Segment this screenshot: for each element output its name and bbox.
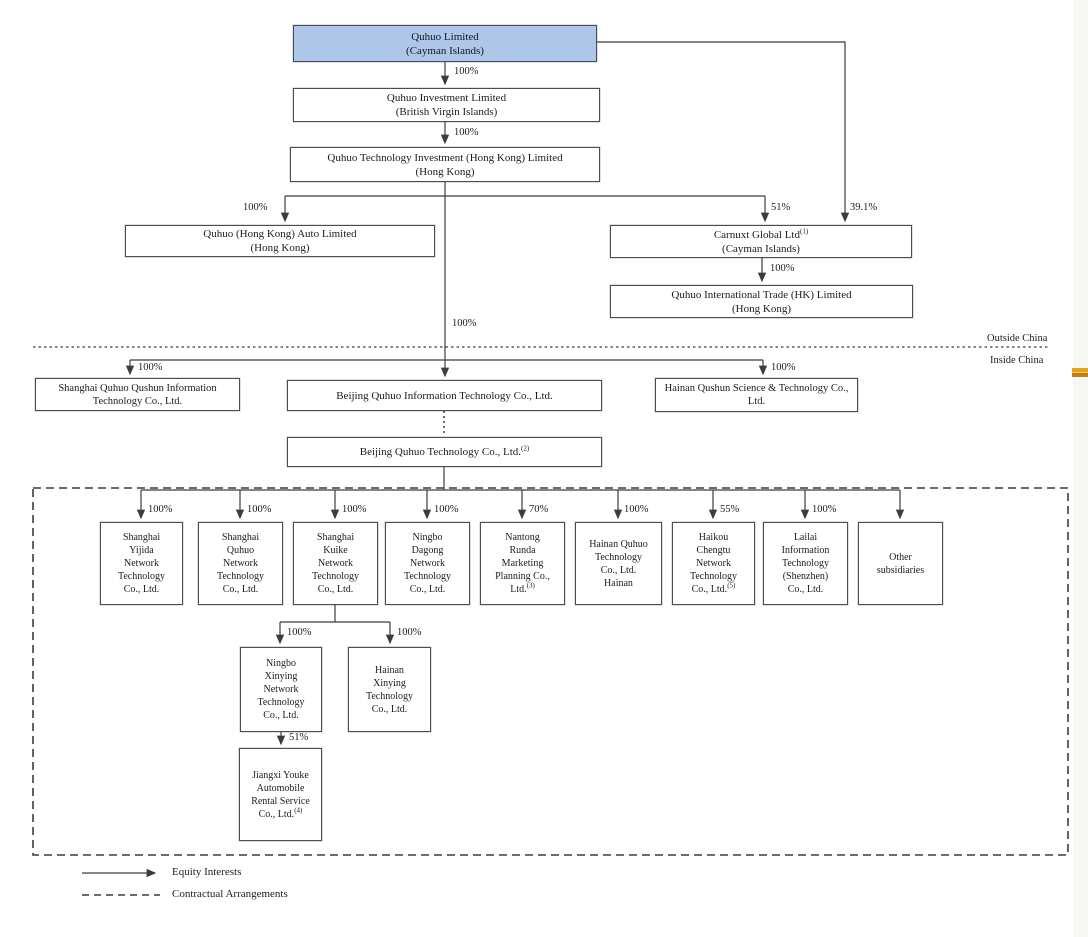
pct-qti-to-carnuxt: 51% xyxy=(771,202,791,213)
node-label: Other subsidiaries xyxy=(876,551,925,576)
pct-to-kuike: 100% xyxy=(342,504,367,515)
node-hainan-quhuo: Hainan Quhuo Technology Co., Ltd. Hainan xyxy=(575,522,662,605)
pct-kuike-to-ningbo-xinying: 100% xyxy=(287,627,312,638)
pct-to-haikou: 55% xyxy=(720,504,740,515)
pct-ql-to-qil: 100% xyxy=(454,66,479,77)
node-label: Quhuo Limited xyxy=(411,30,479,43)
node-label: Lailai Information Technology (Shenzhen)… xyxy=(781,532,830,595)
node-label: Beijing Quhuo Information Technology Co.… xyxy=(336,389,553,402)
node-label: Shanghai Yijida Network Technology Co., … xyxy=(117,532,166,595)
node-lailai: Lailai Information Technology (Shenzhen)… xyxy=(763,522,848,605)
pct-to-shanghai-qushun: 100% xyxy=(138,362,163,373)
node-quhuo-investment: Quhuo Investment Limited (British Virgin… xyxy=(293,88,600,122)
pct-ningbo-to-jiangxi: 51% xyxy=(289,732,309,743)
node-other-subsidiaries: Other subsidiaries xyxy=(858,522,943,605)
node-label: Quhuo Technology Investment (Hong Kong) … xyxy=(327,151,563,164)
highlight-marker xyxy=(1072,368,1088,377)
node-label: Shanghai Quhuo Qushun Information Techno… xyxy=(58,382,217,407)
node-jurisdiction: (Cayman Islands) xyxy=(722,242,800,255)
node-shanghai-qushun: Shanghai Quhuo Qushun Information Techno… xyxy=(35,378,240,411)
node-shanghai-quhuo-network: Shanghai Quhuo Network Technology Co., L… xyxy=(198,522,283,605)
pct-ql-to-carnuxt: 39.1% xyxy=(850,202,878,213)
pct-qti-to-beijing-info: 100% xyxy=(452,318,477,329)
node-ningbo-dagong: Ningbo Dagong Network Technology Co., Lt… xyxy=(385,522,470,605)
node-jurisdiction: (British Virgin Islands) xyxy=(395,106,498,118)
node-carnuxt-global: Carnuxt Global Ltd(1) (Cayman Islands) xyxy=(610,225,912,258)
pct-kuike-to-hainan-xinying: 100% xyxy=(397,627,422,638)
node-label: Haikou Chengtu Network Technology Co., L… xyxy=(689,532,738,595)
node-jiangxi-youke: Jiangxi Youke Automobile Rental Service … xyxy=(239,748,322,841)
node-quhuo-tech-investment: Quhuo Technology Investment (Hong Kong) … xyxy=(290,147,600,182)
legend-contractual-arrangements: Contractual Arrangements xyxy=(172,888,288,900)
pct-to-dagong: 100% xyxy=(434,504,459,515)
node-label: Quhuo Investment Limited xyxy=(386,92,507,104)
pct-carnuxt-to-intltrade: 100% xyxy=(770,263,795,274)
node-quhuo-limited: Quhuo Limited (Cayman Islands) xyxy=(293,25,597,62)
node-haikou-chengtu: Haikou Chengtu Network Technology Co., L… xyxy=(672,522,755,605)
node-hainan-qushun: Hainan Qushun Science & Technology Co., … xyxy=(655,378,858,412)
node-label: Ningbo Dagong Network Technology Co., Lt… xyxy=(403,532,452,595)
pct-qti-to-hkauto: 100% xyxy=(243,202,268,213)
node-shanghai-kuike: Shanghai Kuike Network Technology Co., L… xyxy=(293,522,378,605)
node-label: Carnuxt Global Ltd(1) xyxy=(713,226,809,241)
pct-to-yijida: 100% xyxy=(148,504,173,515)
pct-to-nantong: 70% xyxy=(529,504,549,515)
node-jurisdiction: (Hong Kong) xyxy=(732,302,791,315)
pct-to-lailai: 100% xyxy=(812,504,837,515)
inside-china-label: Inside China xyxy=(990,355,1044,366)
pct-qil-to-qti: 100% xyxy=(454,127,479,138)
node-label: Ningbo Xinying Network Technology Co., L… xyxy=(257,658,305,721)
node-ningbo-xinying: Ningbo Xinying Network Technology Co., L… xyxy=(240,647,322,732)
node-shanghai-yijida: Shanghai Yijida Network Technology Co., … xyxy=(100,522,183,605)
pct-to-hainan-quhuo: 100% xyxy=(624,504,649,515)
node-beijing-tech: Beijing Quhuo Technology Co., Ltd.(2) xyxy=(287,437,602,467)
node-jurisdiction: (Cayman Islands) xyxy=(406,44,484,57)
node-label: Quhuo (Hong Kong) Auto Limited xyxy=(203,228,357,240)
node-label: Jiangxi Youke Automobile Rental Service … xyxy=(251,769,310,820)
node-jurisdiction: (Hong Kong) xyxy=(250,242,310,254)
node-label: Nantong Runda Marketing Planning Co., Lt… xyxy=(495,532,550,595)
node-nantong-runda: Nantong Runda Marketing Planning Co., Lt… xyxy=(480,522,565,605)
legend-equity-interests: Equity Interests xyxy=(172,866,242,878)
node-label: Shanghai Quhuo Network Technology Co., L… xyxy=(216,532,265,595)
node-label: Hainan Xinying Technology Co., Ltd. xyxy=(365,664,414,715)
pct-to-shanghai-quhuo-network: 100% xyxy=(247,504,272,515)
outside-china-label: Outside China xyxy=(987,333,1048,344)
node-quhuo-intl-trade: Quhuo International Trade (HK) Limited (… xyxy=(610,285,913,318)
node-label: Hainan Qushun Science & Technology Co., … xyxy=(664,383,849,407)
node-label: Beijing Quhuo Technology Co., Ltd.(2) xyxy=(359,444,530,458)
node-quhuo-hk-auto: Quhuo (Hong Kong) Auto Limited (Hong Kon… xyxy=(125,225,435,257)
node-hainan-xinying: Hainan Xinying Technology Co., Ltd. xyxy=(348,647,431,732)
node-jurisdiction: (Hong Kong) xyxy=(415,165,475,178)
node-label: Shanghai Kuike Network Technology Co., L… xyxy=(311,532,360,595)
node-beijing-info: Beijing Quhuo Information Technology Co.… xyxy=(287,380,602,411)
node-label: Quhuo International Trade (HK) Limited xyxy=(671,288,852,301)
pct-to-hainan-qushun: 100% xyxy=(771,362,796,373)
node-label: Hainan Quhuo Technology Co., Ltd. Hainan xyxy=(589,538,648,589)
page-edge-strip xyxy=(1073,0,1088,937)
